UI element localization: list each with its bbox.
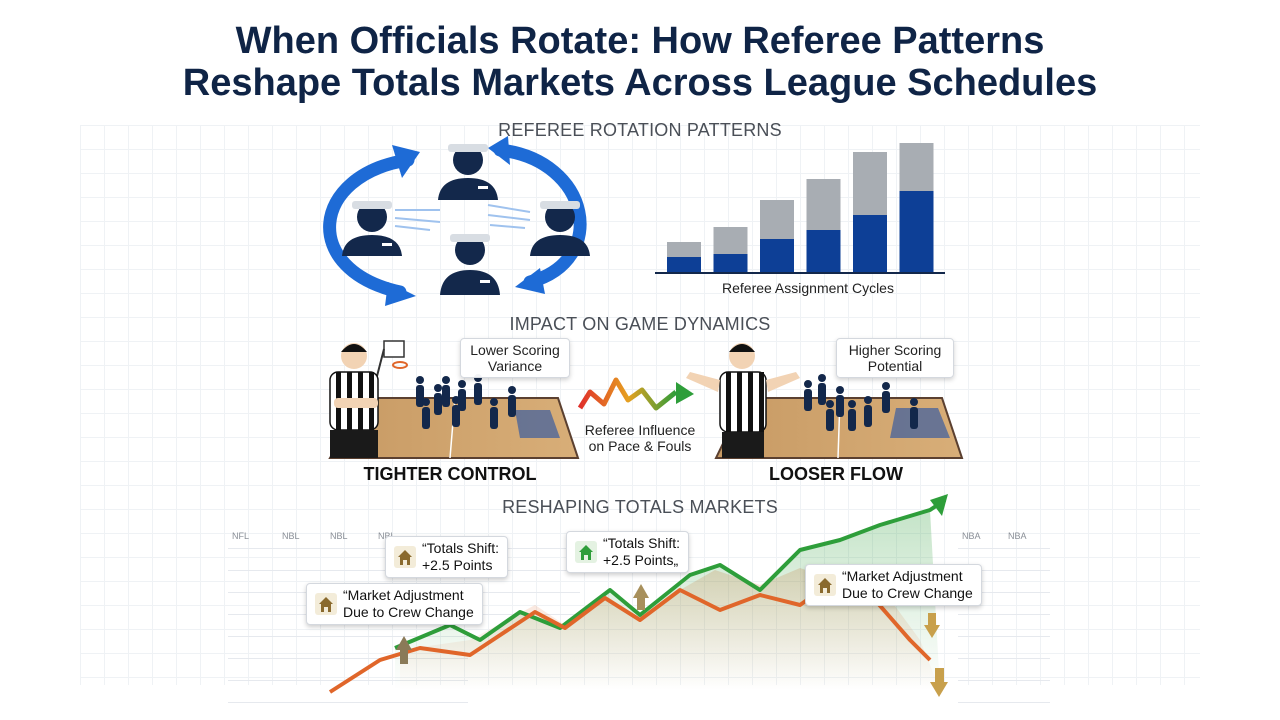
referee-icon: [342, 201, 402, 256]
motion-lines: [394, 204, 531, 231]
bar-segment-upper: [853, 152, 887, 215]
house-icon: [315, 593, 337, 615]
bar-segment-upper: [713, 227, 748, 254]
rotation-cycle: [323, 136, 587, 306]
bar-segment-lower: [713, 254, 748, 272]
arrowhead: [392, 145, 420, 178]
referee-group: [342, 144, 590, 295]
referee-icon: [438, 144, 498, 200]
bar-segment-lower: [899, 191, 934, 272]
note-line: Due to Crew Change: [343, 604, 474, 620]
arrowhead: [515, 268, 545, 294]
arrowhead: [930, 494, 948, 516]
market-line-green: [394, 498, 947, 650]
page-title-line1: When Officials Rotate: How Referee Patte…: [235, 20, 1045, 62]
arrowhead: [488, 136, 510, 165]
table-row: [470, 527, 580, 549]
market-note-totals-shift: “Totals Shift: +2.5 Points: [385, 536, 509, 578]
bar-chart-label: Referee Assignment Cycles: [722, 280, 894, 296]
callout-line: Higher Scoring: [848, 342, 942, 358]
table-row: [228, 681, 468, 703]
note-line: “Totals Shift:: [603, 535, 681, 551]
section-markets-heading: RESHAPING TOTALS MARKETS: [502, 497, 778, 517]
table-row: [958, 637, 1050, 659]
bar-segment-lower: [667, 257, 701, 272]
referee-icon: [440, 234, 500, 295]
market-note-totals-shift: “Totals Shift: +2.5 Points„: [566, 531, 690, 573]
bar-segment-upper: [667, 242, 701, 257]
section-rotation-heading: REFEREE ROTATION PATTERNS: [498, 120, 782, 140]
bar-segment-upper: [760, 200, 794, 239]
players: [416, 374, 516, 429]
arrow-down-icon: [924, 613, 940, 638]
table-row: [470, 571, 580, 593]
referee-striped: [686, 343, 800, 458]
note-line: +2.5 Points„: [603, 552, 679, 568]
note-line: +2.5 Points: [422, 557, 493, 573]
callout-line: Potential: [867, 358, 923, 374]
section-impact-heading: IMPACT ON GAME DYNAMICS: [509, 314, 771, 334]
table-row: [958, 571, 1050, 593]
note-line: “Market Adjustment: [343, 587, 464, 603]
market-note-market-adjustment: “Market Adjustment Due to Crew Change: [306, 583, 483, 625]
table-header-nba: NBA: [962, 531, 981, 541]
table-row: [228, 615, 468, 637]
arrow-down-icon: [930, 668, 948, 697]
note-line: “Totals Shift:: [422, 540, 500, 556]
referee-icon: [530, 201, 590, 256]
callout-line: Variance: [487, 358, 543, 374]
table-header-nba: NBA: [1008, 531, 1027, 541]
callout-higher-scoring: Higher Scoring Potential: [836, 338, 954, 378]
callout-line: Lower Scoring: [470, 342, 560, 358]
page-title-line2: Reshape Totals Markets Across League Sch…: [182, 62, 1098, 104]
house-icon: [814, 574, 836, 596]
table-row: [958, 615, 1050, 637]
table-header-nbl: NBL: [330, 531, 348, 541]
table-row: [958, 527, 1050, 549]
bar-segment-lower: [853, 215, 887, 272]
influence-zigzag: [577, 377, 694, 411]
caption-tighter-control: TIGHTER CONTROL: [363, 464, 537, 484]
bar-segment-lower: [806, 230, 841, 272]
basketball-hoop: [383, 340, 405, 358]
callout-lower-scoring: Lower Scoring Variance: [460, 338, 570, 378]
label-line: Referee Influence: [584, 422, 696, 438]
bar-segment-lower: [760, 239, 794, 272]
house-icon: [394, 546, 416, 568]
arrow-up-icon: [396, 636, 412, 664]
players: [804, 374, 918, 431]
bar-segment-upper: [806, 179, 841, 230]
note-line: “Market Adjustment: [842, 568, 963, 584]
table-row: [958, 549, 1050, 571]
table-header-nbl: NBL: [282, 531, 300, 541]
table-row: [958, 659, 1050, 681]
label-line: on Pace & Fouls: [588, 438, 692, 454]
referee-striped: [329, 343, 379, 458]
table-row: [228, 549, 468, 571]
market-table-right: [958, 527, 1050, 703]
referee-influence-label: Referee Influence on Pace & Fouls: [578, 422, 702, 454]
rotation-arrow-right: [493, 143, 587, 289]
arrow-up-icon: [633, 584, 649, 610]
right-court-scene: [686, 343, 964, 459]
arrowhead: [385, 282, 416, 306]
rotation-arrow-left: [323, 153, 415, 299]
house-icon: [575, 541, 597, 563]
caption-looser-flow: LOOSER FLOW: [769, 464, 903, 484]
table-row: [228, 527, 468, 549]
table-row: [958, 681, 1050, 703]
note-line: Due to Crew Change: [842, 585, 973, 601]
table-row: [470, 549, 580, 571]
table-row: [958, 593, 1050, 615]
market-note-market-adjustment: “Market Adjustment Due to Crew Change: [805, 564, 982, 606]
assignment-bar-chart: [655, 143, 945, 274]
bar-segment-upper: [899, 143, 934, 191]
table-header-nfl: NFL: [232, 531, 250, 541]
table-row: [228, 637, 468, 659]
left-court-scene: [328, 340, 580, 459]
